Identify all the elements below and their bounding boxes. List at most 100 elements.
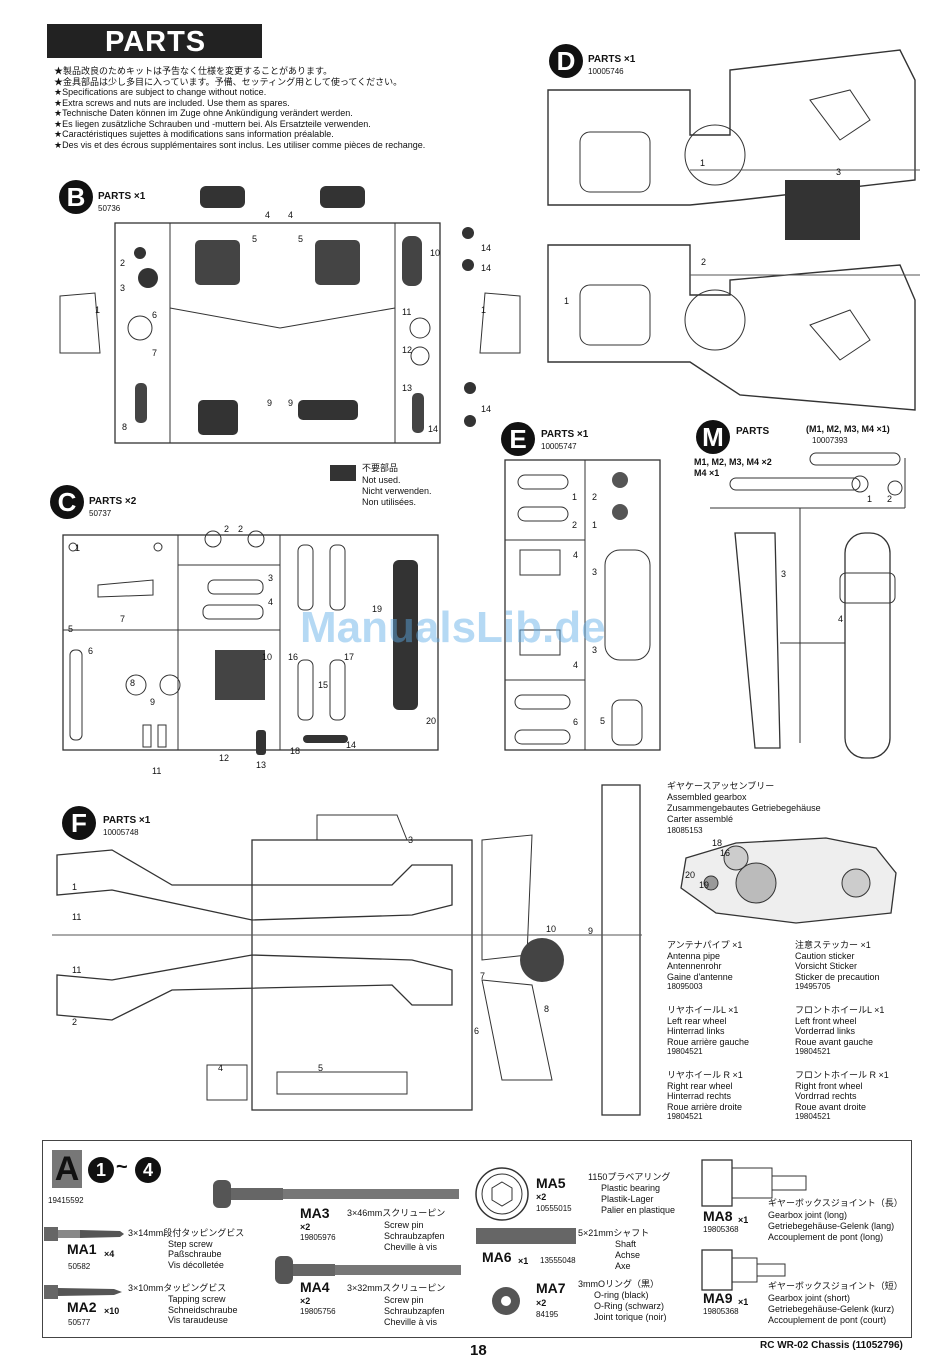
part-number: 6	[474, 1026, 480, 1036]
hw-jp-ma7: 3mmOリング（黒）	[578, 1279, 660, 1289]
plastic-bearing-icon	[475, 1167, 529, 1221]
notes-list: ★製品改良のためキットは予告なく仕様を変更することがあります。 ★金具部品は少し…	[54, 66, 425, 150]
hw-en-ma3: Screw pin	[384, 1220, 424, 1230]
note-line: ★Des vis et des écrous supplémentaires s…	[54, 139, 426, 150]
extra-item: フロントホイールL ×1 Left front wheel Vorderrad …	[795, 1005, 884, 1058]
part-number: 1	[72, 882, 78, 892]
part-number: 3	[268, 573, 274, 583]
part-number: 16	[720, 848, 731, 858]
hw-en-ma7: O-ring (black)	[594, 1290, 649, 1300]
part-number: 7	[120, 614, 126, 624]
sprue-letter-e: E	[501, 422, 535, 456]
part-number: 15	[318, 680, 329, 690]
hw-en-ma6: Shaft	[615, 1239, 637, 1249]
part-number: 3	[120, 283, 126, 293]
part-number: 3	[592, 645, 598, 655]
hw-de-ma1: Paßschraube	[168, 1249, 222, 1259]
hw-jp-ma3: 3×46mmスクリューピン	[347, 1208, 446, 1218]
part-number: 10	[430, 248, 441, 258]
part-number: 2	[120, 258, 126, 268]
part-number: 5	[252, 234, 258, 244]
sprue-c-label: PARTS ×2	[89, 496, 137, 507]
extra-fr: Sticker de precaution	[795, 971, 880, 982]
step-range-tilde: ~	[116, 1156, 128, 1178]
part-number: 11	[402, 307, 412, 317]
part-number: 5	[68, 624, 74, 634]
extra-de: Vorderrad links	[795, 1026, 856, 1036]
hw-de-ma9: Getriebegehäuse-Gelenk (kurz)	[768, 1304, 895, 1314]
part-number: 1	[481, 305, 487, 315]
part-number: 14	[481, 243, 492, 253]
hw-id-ma4: MA4	[300, 1279, 330, 1295]
extra-fr: Roue avant gauche	[795, 1036, 874, 1047]
sprue-letter-d: D	[549, 44, 583, 78]
hw-de-ma4: Schraubzapfen	[384, 1306, 445, 1316]
part-number: 14	[428, 424, 439, 434]
not-used-de: Nicht verwenden.	[362, 486, 432, 496]
hw-en-ma5: Plastic bearing	[601, 1183, 661, 1193]
hw-id-ma2: MA2	[67, 1299, 97, 1315]
part-number: 2	[224, 524, 230, 534]
hw-code-ma3: 19805976	[300, 1233, 336, 1242]
hw-code-ma7: 84195	[536, 1310, 559, 1319]
hw-en-ma1: Step screw	[168, 1239, 213, 1249]
hw-code-ma8: 19805368	[703, 1225, 739, 1234]
hw-fr-ma4: Cheville à vis	[384, 1317, 438, 1327]
part-number: 2	[887, 494, 893, 504]
part-number: 4	[218, 1063, 224, 1073]
gearbox-code: 18085153	[667, 826, 703, 835]
sprue-m-label: PARTS	[736, 426, 770, 437]
hw-id-ma5: MA5	[536, 1175, 566, 1191]
not-used-fr: Non utilisées.	[362, 497, 417, 507]
part-number: 1	[700, 158, 706, 168]
part-number: 6	[573, 717, 579, 727]
sprue-m-drawing	[710, 452, 906, 759]
part-number: 6	[152, 310, 158, 320]
hw-qty-ma9: ×1	[738, 1297, 749, 1307]
sprue-letter-c: C	[50, 485, 84, 519]
hw-en-ma4: Screw pin	[384, 1295, 424, 1305]
extra-de: Vordrrad rechts	[795, 1091, 857, 1101]
hw-qty-ma7: ×2	[536, 1298, 547, 1308]
bag-a-code: 19415592	[48, 1196, 84, 1205]
hw-fr-ma7: Joint torique (noir)	[594, 1312, 667, 1322]
hw-code-ma2: 50577	[68, 1318, 91, 1327]
hw-qty-ma8: ×1	[738, 1215, 749, 1225]
hw-jp-ma8: ギヤーボックスジョイント（長）	[768, 1198, 903, 1208]
part-number: 8	[544, 1004, 550, 1014]
part-number: 13	[402, 383, 413, 393]
part-number: 1	[572, 492, 578, 502]
part-number: 3	[408, 835, 414, 845]
part-number: 1	[564, 296, 570, 306]
sprue-d-label: PARTS ×1	[588, 54, 636, 65]
hw-fr-ma3: Cheville à vis	[384, 1242, 438, 1252]
part-number: 12	[219, 753, 230, 763]
extra-jp: 注意ステッカー ×1	[795, 940, 871, 950]
model-label: RC WR-02 Chassis (11052796)	[760, 1340, 903, 1351]
part-number: 5	[600, 716, 606, 726]
hw-jp-ma2: 3×10mmタッピングビス	[128, 1283, 227, 1293]
extra-item: フロントホイール R ×1 Right front wheel Vordrrad…	[795, 1070, 889, 1123]
part-number: 1	[592, 520, 598, 530]
sprue-f-code: 10005748	[103, 828, 139, 837]
not-used-jp: 不要部品	[362, 463, 399, 473]
part-number: 11	[152, 766, 162, 776]
gearbox-fr: Carter assemblé	[667, 814, 734, 824]
extra-code: 19804521	[667, 1047, 703, 1056]
sprue-b-label: PARTS ×1	[98, 191, 146, 202]
extra-en: Right rear wheel	[667, 1080, 733, 1091]
part-number: 4	[573, 660, 579, 670]
part-number: 5	[318, 1063, 324, 1073]
part-number: 5	[298, 234, 304, 244]
parts-title-banner: PARTS	[47, 24, 262, 58]
hw-de-ma5: Plastik-Lager	[601, 1194, 654, 1204]
sprue-e-code: 10005747	[541, 442, 577, 451]
sprue-m-bracket: (M1, M2, M3, M4 ×1)	[806, 424, 890, 434]
extra-en: Left front wheel	[795, 1015, 857, 1026]
sprue-f-label: PARTS ×1	[103, 815, 151, 826]
o-ring-icon	[492, 1287, 520, 1315]
hw-fr-ma9: Accouplement de pont (court)	[768, 1315, 887, 1325]
gearbox-jp: ギヤケースアッセンブリー	[667, 781, 775, 791]
gearbox-de: Zusammengebautes Getriebegehäuse	[667, 803, 821, 813]
part-number: 4	[268, 597, 274, 607]
